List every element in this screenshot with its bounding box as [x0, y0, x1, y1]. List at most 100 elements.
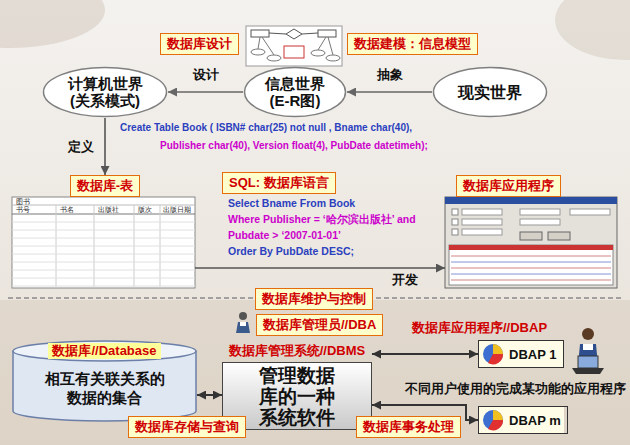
dba-person-icon-part [240, 322, 246, 326]
node-body-text: 管理数据 库的一种 系统软件 [255, 365, 339, 428]
er-diagram-picture-part [318, 37, 326, 50]
app-window-picture-part [451, 274, 611, 275]
label-box: SQL: 数据库语言 [222, 172, 336, 194]
label-box: 数据库管理员//DBA [256, 314, 383, 336]
background-texture-part [0, 300, 630, 445]
pie-chart-icon-part [493, 344, 503, 354]
node-text: 数据库//Database [48, 343, 160, 359]
er-diagram-picture-part [326, 55, 340, 61]
table-picture-part [12, 214, 195, 215]
pie-chart-icon-part [483, 344, 503, 364]
er-diagram-picture [246, 26, 342, 66]
node-text: SQL: 数据库语言 [229, 175, 329, 191]
node-text: 计算机世界 (关系模式) [60, 75, 150, 109]
table-cell: 书名 [60, 206, 74, 214]
connector [195, 267, 445, 269]
dba-person-icon [236, 312, 250, 333]
connector [197, 394, 222, 396]
code-line: Publisher char(40), Version float(4), Pu… [160, 139, 428, 152]
er-diagram-picture-part [251, 49, 265, 55]
app-window-picture-part [449, 245, 613, 250]
sql-line: Where Publisher = ‘哈尔滨出版社’ and [228, 212, 416, 226]
app-window-picture-part [462, 209, 502, 215]
user-person-icon [572, 328, 604, 374]
table-picture-part [12, 262, 195, 263]
table-picture [12, 197, 195, 288]
connector [347, 91, 432, 93]
database-cylinder: 数据库//Database 相互有关联关系的 数据的集合 [12, 340, 197, 422]
app-window-picture-part [451, 268, 611, 269]
ellipse-shape [245, 68, 346, 117]
app-window-picture-part [451, 280, 611, 281]
app-window-picture-part [520, 209, 560, 215]
app-box-ground-part [478, 340, 564, 368]
app-box-ground-part [478, 406, 564, 434]
table-picture-part [12, 205, 195, 206]
sql-line: Select Bname From Book [228, 196, 355, 210]
table-picture-part [12, 230, 195, 231]
app-window-picture-part [462, 219, 502, 225]
background-texture-part [0, 0, 105, 48]
app-window-picture-part [452, 219, 458, 225]
app-window-frame: 数据库应用程序 [445, 175, 617, 288]
edge-label: 开发 [392, 272, 418, 288]
table-picture-part [12, 270, 195, 271]
table-picture-part [12, 246, 195, 247]
edge-label: 抽象 [377, 67, 403, 83]
pie-chart-icon-part [488, 354, 503, 364]
world-ellipse: 计算机世界 (关系模式) [42, 66, 168, 118]
app-box: DBAP m [478, 406, 568, 434]
label-box: 数据库维护与控制 [255, 288, 373, 310]
table-cell: 出版社 [98, 206, 119, 214]
node-body-text: 相互有关联关系的 数据的集合 [40, 369, 170, 407]
er-diagram-picture-part [328, 37, 333, 55]
cylinder-top [13, 341, 196, 361]
table-picture-part [12, 222, 195, 223]
world-ellipse: 信息世界 (E-R图) [243, 66, 347, 118]
app-window-picture-part [520, 232, 542, 240]
er-diagram-picture-part [246, 26, 342, 66]
er-diagram-picture-part [258, 37, 260, 49]
app-box: DBAP 1 [478, 340, 564, 368]
app-window-picture-part [449, 245, 613, 285]
er-diagram-picture-part [302, 33, 318, 34]
app-window-picture-part [520, 219, 560, 225]
node-text: 数据库-表 [70, 175, 140, 197]
pie-chart-icon-part [488, 420, 503, 430]
app-window-picture-part [445, 197, 617, 204]
user-person-icon-part [582, 328, 594, 340]
section-label: 数据库应用程序//DBAP [412, 320, 547, 336]
table-picture-part [12, 254, 195, 255]
pie-chart-icon-part [483, 410, 503, 430]
node-text: 数据库应用程序 [456, 175, 561, 197]
er-diagram-picture-part [267, 55, 281, 61]
pie-chart-icon-part [493, 410, 503, 420]
node-text: DBAP m [509, 413, 561, 428]
node-text: DBAP 1 [509, 347, 556, 362]
app-window-picture-part [451, 256, 611, 257]
label-box: 数据库事务处理 [356, 416, 461, 438]
node-text: 数据库存储与查询 [135, 419, 239, 435]
er-diagram-picture-part [318, 30, 336, 37]
ellipse-shape [44, 68, 167, 117]
user-person-icon-part [572, 368, 604, 374]
table-picture-part [12, 197, 195, 288]
table-caption: 图书 [16, 198, 30, 206]
dba-person-icon-part [239, 312, 247, 320]
table-picture-part [12, 278, 195, 279]
node-text: 数据库事务处理 [363, 419, 454, 435]
user-person-icon-part [578, 356, 598, 368]
node-text: 数据库管理员//DBA [263, 317, 376, 333]
edge-label: 设计 [193, 67, 219, 83]
label-box: 数据库设计 [160, 33, 239, 55]
er-diagram-picture-part [286, 29, 302, 39]
code-line: Create Table Book ( ISBN# char(25) not n… [120, 121, 412, 134]
app-window-picture-part [452, 209, 458, 215]
app-window-picture-part [548, 232, 570, 240]
app-window-picture-part [445, 197, 617, 288]
connector [168, 91, 243, 93]
table-cell: 书号 [16, 206, 30, 214]
app-window-picture-part [570, 209, 610, 215]
er-diagram-picture-part [311, 50, 325, 56]
